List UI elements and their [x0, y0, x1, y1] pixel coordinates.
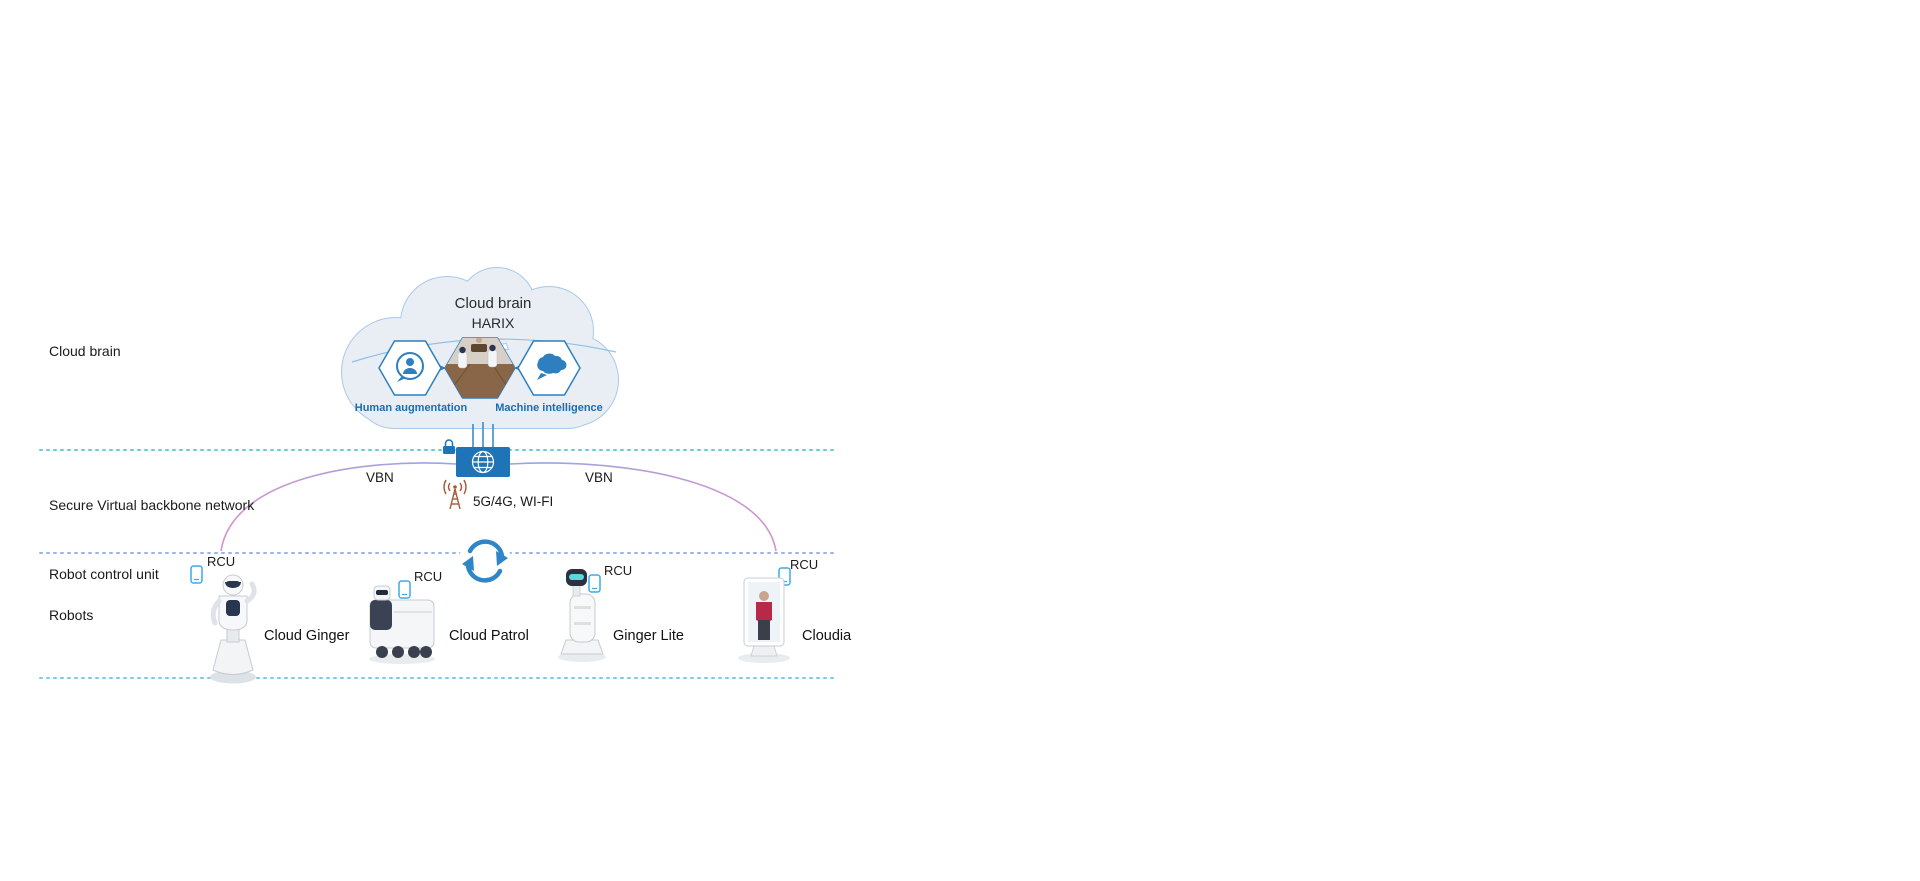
rcu-label-2: RCU: [414, 569, 443, 584]
radio-tower-icon: [443, 479, 467, 510]
cloud-subtitle: HARIX: [471, 315, 515, 331]
cloud-router-links: [472, 422, 494, 448]
brain-bubble-icon: [537, 353, 567, 380]
vbn-curve-right: [509, 462, 777, 552]
cloud-title: Cloud brain: [454, 295, 532, 312]
side-label-cloud-brain: Cloud brain: [49, 343, 121, 359]
hexagon-human-augmentation: [378, 340, 442, 396]
lock-icon: [443, 439, 455, 454]
rcu-phone-icon-2: [398, 580, 411, 599]
diagram-canvas: [39, 267, 837, 684]
ginger-lite-illustration: [558, 569, 606, 662]
hex-right-caption: Machine intelligence: [495, 402, 603, 414]
robot-name-cloud-ginger: Cloud Ginger: [264, 628, 350, 644]
cloudia-illustration: [738, 577, 790, 663]
vbn-router: [443, 439, 510, 477]
rcu-label-3: RCU: [604, 563, 633, 578]
rcu-label-4: RCU: [790, 557, 819, 572]
side-label-secure-vbn: Secure Virtual backbone network: [49, 497, 255, 513]
vbn-label-right: VBN: [585, 470, 613, 485]
cloud-ginger-illustration: [210, 574, 257, 684]
vbn-label-left: VBN: [366, 470, 394, 485]
rcu-phone-icon-3: [588, 574, 601, 593]
side-label-robots: Robots: [49, 607, 94, 623]
rcu-phone-icon-1: [190, 565, 203, 584]
vbn-curve-left: [220, 462, 457, 552]
side-label-robot-control-unit: Robot control unit: [49, 566, 159, 582]
hexagon-machine-intelligence: [517, 340, 581, 396]
rcu-label-1: RCU: [207, 554, 236, 569]
robot-name-ginger-lite: Ginger Lite: [613, 628, 684, 644]
wireless-label: 5G/4G, WI-FI: [473, 494, 554, 509]
hex-left-caption: Human augmentation: [354, 402, 468, 414]
person-chat-icon: [396, 352, 424, 382]
cloud-patrol-illustration: [369, 585, 435, 664]
sync-icon: [459, 535, 511, 587]
globe-icon: [471, 450, 495, 474]
robot-name-cloudia: Cloudia: [802, 628, 852, 644]
robot-name-cloud-patrol: Cloud Patrol: [449, 628, 529, 644]
